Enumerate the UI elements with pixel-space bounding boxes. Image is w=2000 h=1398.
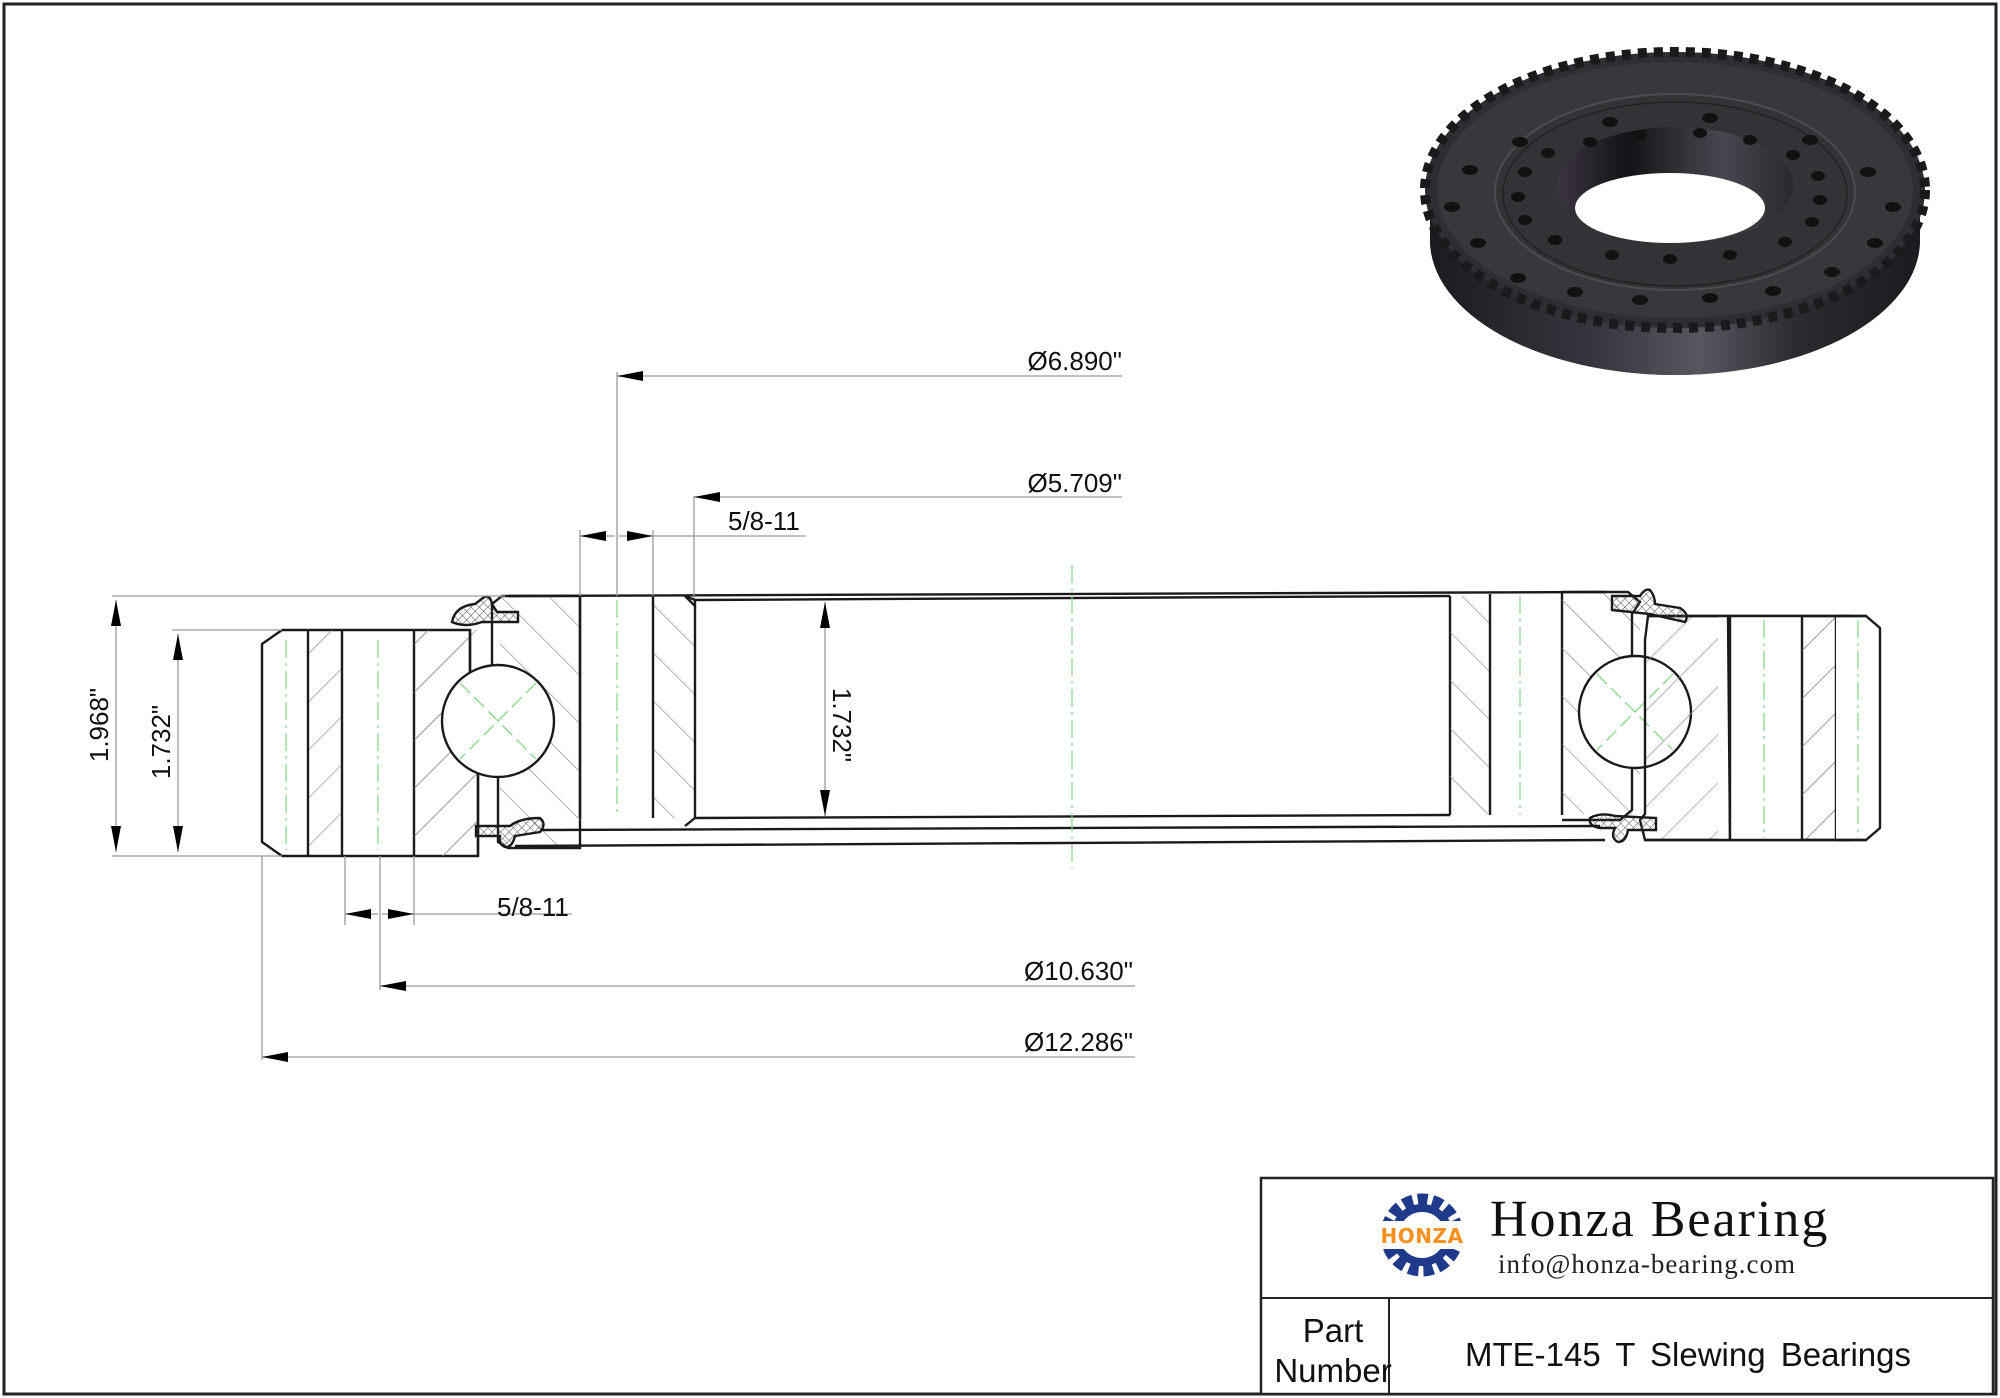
dim-bolt-circle-inner: Ø6.890" <box>1027 346 1122 376</box>
part-number-label-line2: Number <box>1274 1352 1391 1389</box>
dim-outer-diameter: Ø12.286" <box>1024 1027 1133 1057</box>
bearing-3d-render <box>1420 47 1930 375</box>
seal-top-left <box>450 595 520 627</box>
seal-bottom-right <box>1588 813 1658 844</box>
brand-email: info@honza-bearing.com <box>1498 1249 1796 1279</box>
part-number-value: MTE-145 T Slewing Bearings <box>1465 1336 1911 1373</box>
dim-thread-inner: 5/8-11 <box>728 506 800 536</box>
brand-name: Honza Bearing <box>1490 1191 1829 1248</box>
dimension-labels: Ø6.890" Ø5.709" 5/8-11 1.968" 1.732" 1.7… <box>84 346 1133 1057</box>
logo-text: HONZA <box>1381 1224 1464 1248</box>
seal-top-right <box>1610 588 1688 624</box>
dim-height-inner: 1.732" <box>827 688 857 762</box>
bolt-holes-outer <box>1444 113 1901 305</box>
bolt-holes-inner <box>1511 128 1827 264</box>
honza-logo: HONZA <box>1380 1193 1464 1277</box>
dim-inner-diameter: Ø5.709" <box>1027 468 1122 498</box>
title-block: HONZA Honza Bearing info@honza-bearing.c… <box>1259 1176 1995 1396</box>
dimensions <box>111 371 1135 1062</box>
part-number-label-line1: Part <box>1303 1312 1364 1349</box>
seal-bottom-left <box>474 816 545 849</box>
center-lines <box>459 682 537 760</box>
dim-height-outer: 1.732" <box>146 705 176 779</box>
bearing-cross-section <box>260 565 1882 868</box>
dim-thread-outer: 5/8-11 <box>497 892 569 922</box>
dim-height-total: 1.968" <box>84 688 114 762</box>
dim-bolt-circle-outer: Ø10.630" <box>1024 956 1133 986</box>
